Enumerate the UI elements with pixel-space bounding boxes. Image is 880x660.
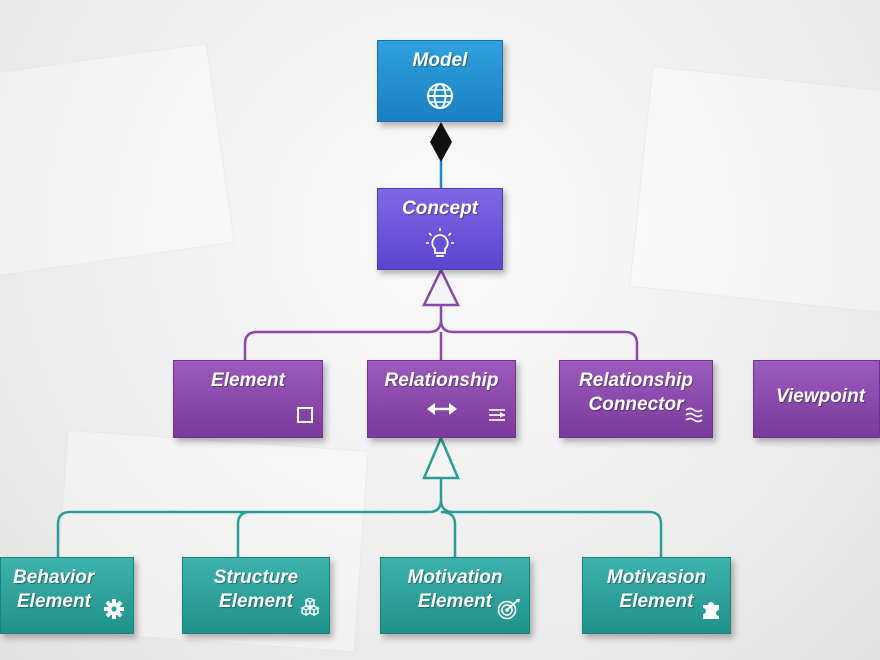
generalization-tree-teal [56, 478, 663, 557]
motivasion-element-node[interactable]: Motivasion Element [582, 557, 731, 634]
globe-icon [378, 81, 502, 118]
model-node[interactable]: Model [377, 40, 503, 122]
motivation-element-label-line2: Element [418, 591, 492, 612]
motivasion-element-label-line2: Element [619, 591, 694, 612]
generalization-arrow-relationship [422, 434, 460, 480]
composition-diamond [430, 122, 452, 162]
concept-node[interactable]: Concept [377, 188, 503, 270]
relationship-connector-label-line2: Connector [588, 394, 684, 415]
relationship-type-icon [487, 406, 507, 431]
motivation-element-label-line1: Motivation [407, 567, 503, 588]
concept-label: Concept [402, 198, 478, 219]
relationship-node[interactable]: Relationship [367, 360, 516, 438]
puzzle-icon [700, 598, 722, 627]
lightbulb-icon [378, 227, 502, 268]
element-node[interactable]: Element [173, 360, 323, 438]
wave-icon [684, 406, 704, 431]
relationship-connector-label-line1: Relationship [578, 370, 693, 391]
square-icon [296, 406, 314, 431]
behavior-element-label-line2: Element [17, 591, 91, 612]
generalization-tree-purple [243, 305, 639, 360]
viewpoint-node[interactable]: Viewpoint [753, 360, 880, 438]
motivation-element-node[interactable]: Motivation Element [380, 557, 530, 634]
structure-element-label-line1: Structure [213, 567, 299, 588]
structure-element-label-line2: Element [219, 591, 293, 612]
behavior-element-node[interactable]: Behavior Element [0, 557, 134, 634]
structure-element-node[interactable]: Structure Element [182, 557, 330, 634]
relationship-connector-node[interactable]: Relationship Connector [559, 360, 713, 438]
viewpoint-label: Viewpoint [776, 386, 866, 407]
motivasion-element-label-line1: Motivasion [606, 567, 707, 588]
relationship-label: Relationship [384, 370, 499, 391]
element-label: Element [211, 370, 285, 391]
model-label: Model [412, 50, 468, 71]
generalization-arrow-concept [422, 267, 460, 307]
target-icon [497, 598, 521, 627]
gear-icon [103, 598, 125, 627]
cubes-icon [299, 597, 321, 627]
double-arrow-icon [368, 399, 515, 426]
behavior-element-label-line1: Behavior [13, 567, 95, 588]
